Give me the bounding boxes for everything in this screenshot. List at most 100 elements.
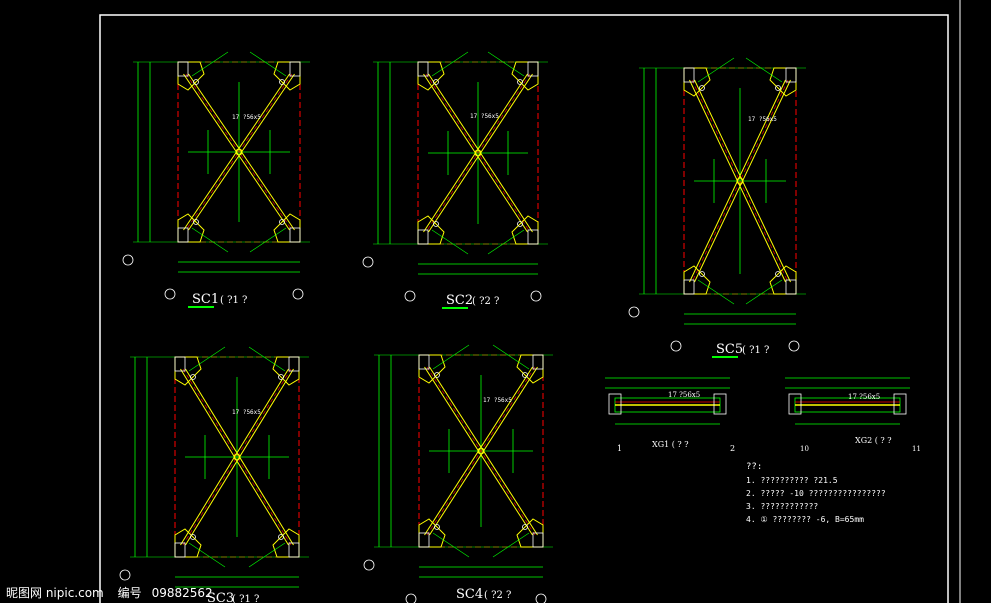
note-line: 4. ① ???????? -6, B=65mm xyxy=(746,515,864,524)
note-line: 1. ?????????? ?21.5 xyxy=(746,476,838,485)
bolt-plate xyxy=(418,354,430,370)
bolt-plate xyxy=(288,356,300,372)
watermark-id: 09882562 xyxy=(151,586,213,600)
notes-title: ??: xyxy=(746,462,762,472)
strut-detail-xg1: XG1 ( ? ? 17 ?56x5 1 2 xyxy=(617,391,735,453)
gusset-plate xyxy=(174,528,202,558)
panel-title-sc3: SC3 ( ?1 ? xyxy=(207,591,259,603)
axis-label: 2 xyxy=(730,444,735,453)
axis-bubble xyxy=(405,593,417,603)
bolt-hole xyxy=(190,534,196,540)
bolt-plate xyxy=(417,229,429,245)
panel-title-suffix: ( ?1 ? xyxy=(742,345,769,356)
bolt-hole xyxy=(278,534,284,540)
bolt-plate xyxy=(418,532,430,548)
strut-detail-xg2: XG2 ( ? ? 17 ?56x5 10 11 xyxy=(800,393,921,453)
leader-line xyxy=(249,227,287,253)
end-plate xyxy=(608,393,622,415)
strut-title: XG1 ( ? ? xyxy=(652,440,689,449)
panel-title-text: SC3 xyxy=(207,591,234,603)
axis-bubble xyxy=(670,340,682,352)
bolt-hole xyxy=(517,79,523,85)
axis-label: 1 xyxy=(617,444,622,453)
leader-line xyxy=(745,57,783,83)
bolt-plate xyxy=(417,61,429,77)
leader-line xyxy=(249,51,287,77)
panel-title-text: SC1 xyxy=(192,292,219,307)
bolt-hole xyxy=(279,79,285,85)
panel-title-suffix: ( ?2 ? xyxy=(472,296,499,307)
bolt-plate xyxy=(177,227,189,243)
bolt-hole xyxy=(522,524,528,530)
leader-line xyxy=(188,542,226,568)
bolt-plate xyxy=(288,542,300,558)
leader-line xyxy=(487,229,525,255)
bolt-hole xyxy=(279,219,285,225)
leader-line xyxy=(188,346,226,372)
brace-centerline xyxy=(185,73,293,231)
brace-centerline xyxy=(425,73,531,233)
bolt-hole xyxy=(775,85,781,91)
note-line: 2. ????? -10 ???????????????? xyxy=(746,489,886,498)
axis-bubble xyxy=(362,256,374,268)
axis-label: 10 xyxy=(800,445,809,453)
gusset-plate xyxy=(769,67,797,97)
leader-line xyxy=(487,51,525,77)
note-line: 3. ???????????? xyxy=(746,502,818,511)
axis-bubble xyxy=(788,340,800,352)
bolt-hole xyxy=(517,221,523,227)
strut-title: XG2 ( ? ? xyxy=(855,436,892,445)
gusset-plate xyxy=(417,215,445,245)
bolt-plate xyxy=(174,542,186,558)
panel-title-text: SC2 xyxy=(446,293,473,308)
brace-centerline xyxy=(691,79,789,283)
brace-label: 17 ?56x5 xyxy=(748,116,777,123)
brace-label: 17 ?56x5 xyxy=(483,397,512,404)
watermark-id-label: 编号 xyxy=(117,586,142,600)
panel-title-sc2: SC2 ( ?2 ? xyxy=(442,293,499,309)
gusset-plate xyxy=(273,61,301,91)
brace-node xyxy=(477,447,485,455)
panel-title-text: SC5 xyxy=(716,342,743,357)
panel-title-suffix: ( ?2 ? xyxy=(484,590,511,601)
axis-bubble xyxy=(119,569,131,581)
brace-label: 17 ?56x5 xyxy=(232,114,261,121)
bolt-plate xyxy=(532,354,544,370)
brace-centerline xyxy=(691,79,789,283)
gusset-plate xyxy=(177,61,205,91)
leader-line xyxy=(697,279,735,305)
axis-bubble xyxy=(292,288,304,300)
gusset-plate xyxy=(417,61,445,91)
panel-title-sc1: SC1 ( ?1 ? xyxy=(188,292,247,308)
strut-label: 17 ?56x5 xyxy=(668,391,700,399)
leader-line xyxy=(697,57,735,83)
watermark-site: 昵图网 nipic.com xyxy=(6,586,104,600)
brace-node xyxy=(736,177,744,185)
gusset-plate xyxy=(516,518,544,548)
end-plate xyxy=(893,393,907,415)
panel-title-text: SC4 xyxy=(456,587,483,602)
brace-node xyxy=(474,149,482,157)
end-plate xyxy=(713,393,727,415)
leader-line xyxy=(191,51,229,77)
axis-bubble xyxy=(628,306,640,318)
axis-bubble xyxy=(535,593,547,603)
bolt-plate xyxy=(289,61,301,77)
gusset-plate xyxy=(418,354,446,384)
brace-label: 17 ?56x5 xyxy=(232,409,261,416)
gusset-plate xyxy=(683,67,711,97)
bolt-plate xyxy=(174,356,186,372)
brace-node xyxy=(233,453,241,461)
axis-bubble xyxy=(363,559,375,571)
bolt-hole xyxy=(699,271,705,277)
gusset-plate xyxy=(511,215,539,245)
panel-title-sc5: SC5 ( ?1 ? xyxy=(712,342,769,358)
leader-line xyxy=(431,51,469,77)
bolt-plate xyxy=(527,229,539,245)
bolt-hole xyxy=(434,372,440,378)
gusset-plate xyxy=(683,265,711,295)
leader-line xyxy=(492,344,530,370)
bolt-hole xyxy=(193,79,199,85)
brace-label: 17 ?56x5 xyxy=(470,113,499,120)
